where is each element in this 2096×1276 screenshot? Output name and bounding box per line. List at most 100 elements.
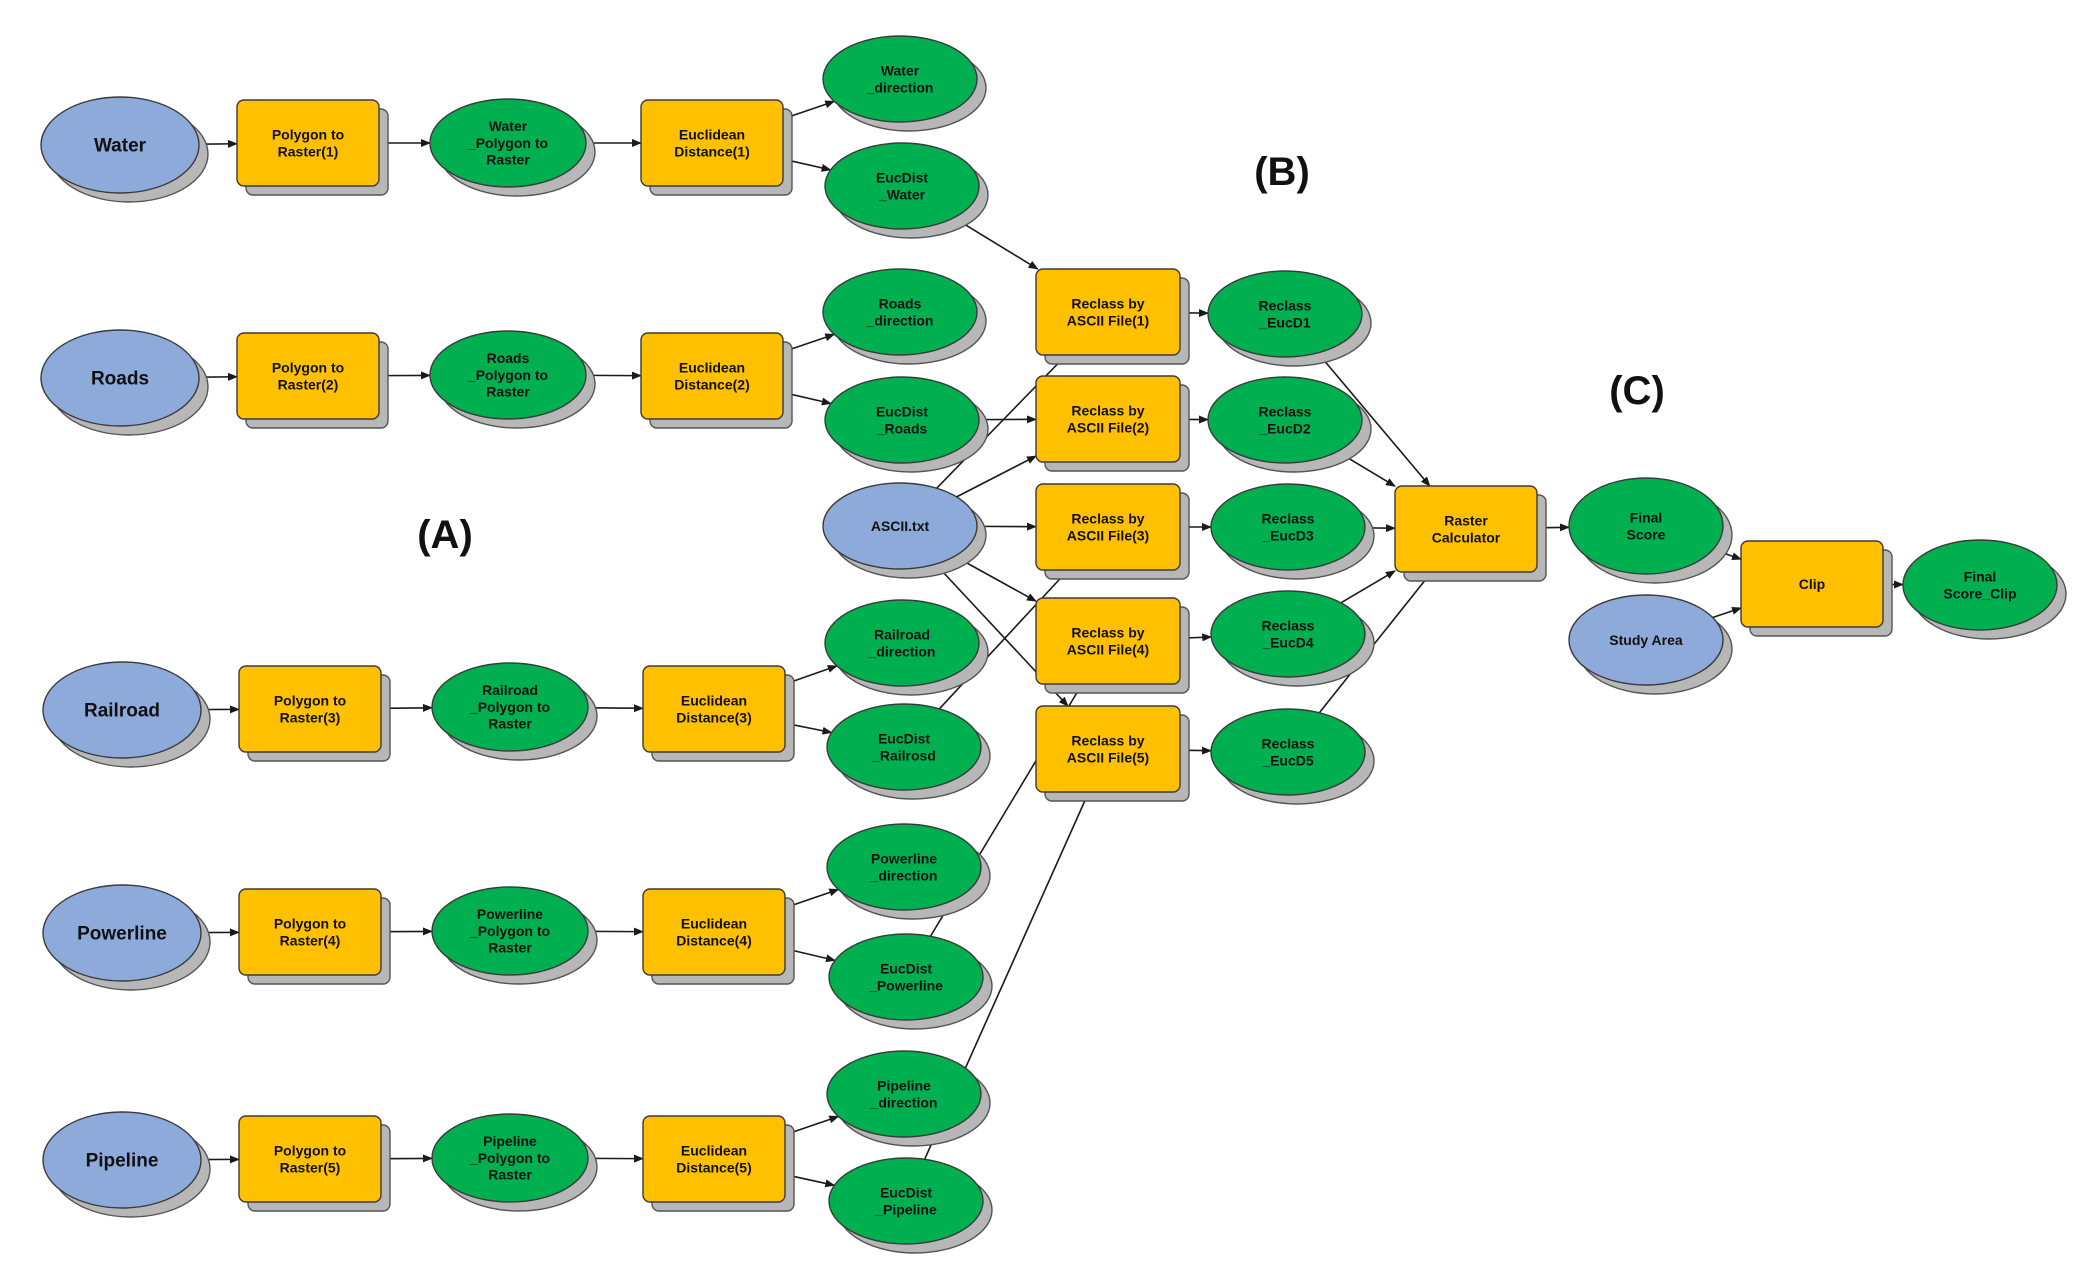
node-label-line: Polygon to: [274, 693, 346, 709]
node-label-line: EucDist: [880, 1185, 932, 1201]
output-node-edrr[interactable]: EucDist_Railrosd: [826, 703, 991, 800]
input-node-water[interactable]: Water: [40, 96, 209, 203]
output-node-edr[interactable]: EucDist_Roads: [824, 376, 989, 473]
input-node-powerline[interactable]: Powerline: [42, 884, 211, 991]
node-label-line: Polygon to: [274, 1143, 346, 1159]
node-label-line: Powerline: [77, 924, 167, 945]
node-shape: [42, 884, 202, 982]
node-shape: [40, 96, 200, 194]
output-node-wdir[interactable]: Water_direction: [822, 35, 987, 132]
output-node-re1[interactable]: Reclass_EucD1: [1207, 270, 1372, 367]
node-label-line: Raster(5): [280, 1159, 341, 1175]
node-shape: [824, 376, 980, 464]
node-label-line: _Powerline: [868, 977, 943, 993]
node-label-line: Reclass by: [1071, 625, 1144, 641]
node-shape: [1035, 705, 1181, 793]
input-node-railroad[interactable]: Railroad: [42, 661, 211, 768]
node-label-line: Water: [881, 63, 920, 79]
node-label: Powerline_direction: [870, 851, 938, 884]
output-node-edpi[interactable]: EucDist_Pipeline: [828, 1157, 993, 1254]
input-node-ascii[interactable]: ASCII.txt: [822, 482, 987, 579]
edge-edrr-to-rc3: [938, 569, 1069, 710]
node-label-line: Railroad: [874, 627, 930, 643]
output-node-re5[interactable]: Reclass_EucD5: [1210, 708, 1375, 805]
node-label-line: Clip: [1799, 576, 1825, 592]
input-node-roads[interactable]: Roads: [40, 329, 209, 436]
output-node-re4[interactable]: Reclass_EucD4: [1210, 590, 1375, 687]
output-node-edw[interactable]: EucDist_Water: [824, 142, 989, 239]
node-label-line: Raster(2): [278, 376, 339, 392]
node-label: Reclass_EucD2: [1258, 404, 1311, 437]
node-label-line: _Polygon to: [469, 699, 550, 715]
output-node-rrdir[interactable]: Railroad_direction: [824, 599, 989, 696]
node-label-line: Raster: [486, 152, 530, 168]
output-node-rdir[interactable]: Roads_direction: [822, 268, 987, 365]
output-node-re3[interactable]: Reclass_EucD3: [1210, 483, 1375, 580]
node-shape: [42, 661, 202, 759]
node-label-line: Reclass by: [1071, 296, 1144, 312]
node-label-line: Raster(3): [280, 709, 341, 725]
node-shape: [642, 665, 786, 753]
edge-sa-to-clip: [1712, 607, 1742, 619]
output-node-edpl[interactable]: EucDist_Powerline: [828, 933, 993, 1030]
node-shape: [642, 888, 786, 976]
node-label: Reclass_EucD1: [1258, 298, 1311, 331]
node-label: EucDist_Pipeline: [874, 1185, 937, 1218]
node-label-line: EucDist: [876, 404, 928, 420]
input-node-sa[interactable]: Study Area: [1568, 594, 1733, 695]
node-label-line: _Polygon to: [469, 923, 550, 939]
node-label: Railroad_direction: [868, 627, 936, 660]
node-shape: [828, 1157, 984, 1245]
node-label: EucDist_Roads: [876, 404, 929, 437]
node-shape: [236, 332, 380, 420]
node-label-line: _Pipeline: [874, 1201, 937, 1217]
edge-re5-to-rcalc: [1318, 571, 1433, 714]
node-shape: [1210, 483, 1366, 571]
output-node-re2[interactable]: Reclass_EucD2: [1207, 376, 1372, 473]
node-label-line: Raster: [488, 1167, 532, 1183]
output-node-pidir[interactable]: Pipeline_direction: [826, 1050, 991, 1147]
node-label-line: ASCII File(5): [1067, 749, 1149, 765]
node-label-line: Roads: [487, 350, 530, 366]
input-node-pipeline[interactable]: Pipeline: [42, 1111, 211, 1218]
node-shape: [826, 823, 982, 911]
output-node-pldir[interactable]: Powerline_direction: [826, 823, 991, 920]
node-label-line: Reclass: [1262, 618, 1315, 634]
node-shape: [1207, 376, 1363, 464]
node-label-line: _direction: [868, 643, 936, 659]
node-label: Clip: [1799, 576, 1825, 592]
node-shape: [1210, 708, 1366, 796]
tool-node-clip[interactable]: Clip: [1740, 540, 1893, 637]
node-label: Roads_direction: [866, 296, 934, 329]
node-shape: [640, 332, 784, 420]
node-label-line: Score_Clip: [1943, 585, 2016, 601]
node-shape: [431, 1113, 589, 1203]
